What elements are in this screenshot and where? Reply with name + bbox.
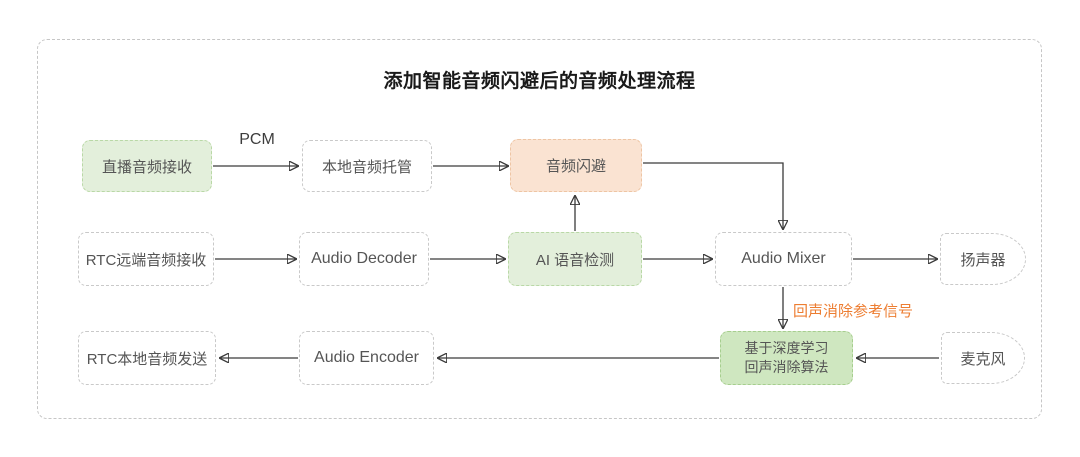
node-audio-mixer: Audio Mixer (715, 232, 852, 286)
node-label-line2: 回声消除算法 (744, 359, 829, 375)
node-audio-ducking: 音频闪避 (510, 139, 642, 192)
node-label: Audio Encoder (314, 349, 419, 366)
node-audio-decoder: Audio Decoder (299, 232, 429, 286)
node-microphone: 麦克风 (941, 332, 1025, 384)
edge-label-pcm: PCM (239, 131, 275, 148)
node-rtc-local-audio-send: RTC本地音频发送 (78, 331, 216, 385)
node-ai-voice-detection: AI 语音检测 (508, 232, 642, 286)
node-speaker: 扬声器 (940, 233, 1026, 285)
node-label: 本地音频托管 (321, 158, 412, 176)
node-label: 麦克风 (960, 350, 1006, 368)
node-live-audio-receive: 直播音频接收 (82, 140, 212, 192)
node-label: Audio Decoder (311, 250, 417, 267)
node-label: AI 语音检测 (535, 251, 615, 269)
node-rtc-remote-audio-receive: RTC远端音频接收 (78, 232, 214, 286)
diagram-frame (37, 39, 1042, 419)
edge-label-echo-cancel-reference: 回声消除参考信号 (793, 303, 914, 320)
node-label-line1: 基于深度学习 (744, 340, 829, 357)
node-label: 音频闪避 (545, 158, 606, 175)
node-label: 扬声器 (960, 251, 1006, 269)
node-audio-encoder: Audio Encoder (299, 331, 434, 385)
node-label: 直播音频接收 (101, 158, 192, 176)
node-dl-echo-cancellation: 基于深度学习 回声消除算法 (720, 331, 853, 385)
diagram-title: 添加智能音频闪避后的音频处理流程 (383, 71, 696, 92)
node-local-audio-host: 本地音频托管 (302, 140, 432, 192)
node-label: Audio Mixer (741, 250, 826, 267)
node-label: RTC远端音频接收 (85, 251, 207, 269)
node-label: RTC本地音频发送 (86, 350, 208, 368)
